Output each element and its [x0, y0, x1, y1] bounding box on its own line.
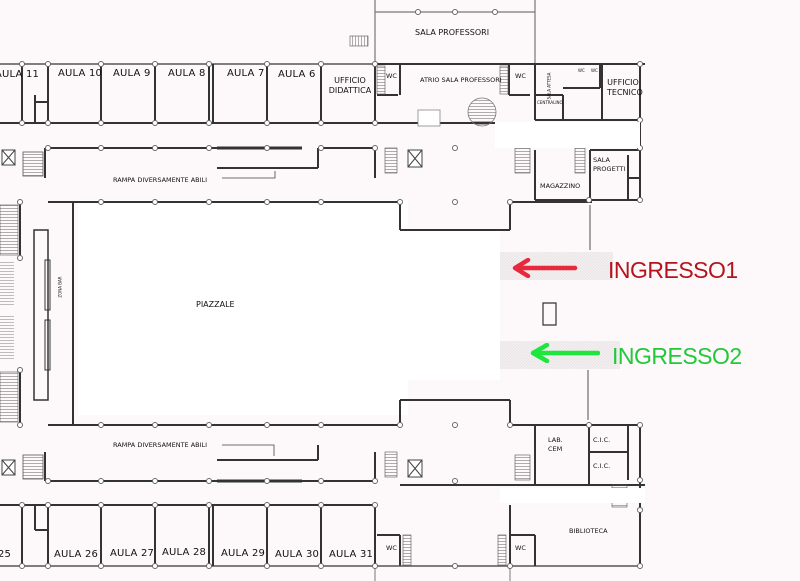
stair [514, 454, 531, 481]
room-label: AULA 31 [329, 549, 374, 560]
ufficio-tecnico-label: UFFICIO TECNICO [607, 78, 643, 97]
cic-label: C.I.C. [593, 462, 611, 470]
lab-cem-label: LAB. CEM [548, 437, 563, 452]
room-label-line: LAB. [548, 436, 563, 444]
sala-professori-label: SALA PROFESSORI [415, 28, 490, 37]
stair [384, 451, 398, 478]
room-label: AULA 10 [58, 68, 103, 79]
room-label: AULA 27 [110, 548, 155, 559]
wc-label: WC [591, 68, 598, 73]
stair [497, 534, 507, 566]
room-label: AULA 7 [227, 68, 265, 79]
room-label-line: PROGETTI [593, 164, 626, 173]
room-label: UFFICIO DIDATTICA [328, 77, 372, 95]
atrio-label: ATRIO SALA PROFESSORI [420, 76, 502, 84]
spiral-stair [467, 97, 497, 127]
biblioteca-label: BIBLIOTECA [569, 527, 608, 535]
piazzale-area [78, 200, 408, 415]
rampa-label: RAMPA DIVERSAMENTE ABILI [113, 176, 208, 184]
room-label-line: UFFICIO [607, 78, 639, 87]
stair [499, 65, 509, 95]
room-label-line: CEM [548, 444, 563, 453]
room-label: AULA 28 [162, 547, 207, 558]
wc-label: WC [578, 68, 585, 73]
room-label-line: UFFICIO [334, 76, 366, 85]
stair [376, 65, 386, 95]
room-label: AULA 29 [221, 548, 266, 559]
room-label: AULA 8 [168, 68, 206, 79]
stair [349, 35, 369, 47]
wc-label: WC [386, 544, 397, 552]
ingresso2-label: INGRESSO2 [612, 343, 742, 369]
sala-progetti-label: SALA PROGETTI [593, 157, 625, 172]
rampa-label: RAMPA DIVERSAMENTE ABILI [113, 441, 208, 449]
stair [22, 454, 44, 480]
stair [402, 534, 412, 566]
stair [0, 371, 19, 423]
stair [384, 147, 398, 174]
stair [22, 151, 44, 177]
room-label: AULA 26 [54, 549, 99, 560]
room-label: 25 [0, 549, 12, 560]
wc-label: WC [515, 544, 526, 552]
piazzale-label: PIAZZALE [196, 300, 235, 309]
magazzino-label: MAGAZZINO [540, 182, 581, 190]
room-label: AULA 6 [278, 69, 316, 80]
ingresso1-label: INGRESSO1 [608, 257, 738, 283]
stair [0, 204, 19, 256]
wc-label: WC [386, 72, 397, 80]
room-label: AULA 30 [275, 549, 320, 560]
zona-bar-label: ZONA BAR [57, 276, 63, 298]
room-label-line: SALA [593, 156, 610, 164]
room-label: AULA 11 [0, 69, 40, 80]
cic-label: C.I.C. [593, 436, 611, 444]
room-label: AULA 9 [113, 68, 151, 79]
arrow-left-icon [512, 258, 578, 278]
room-label-line: DIDATTICA [328, 86, 372, 95]
wc-label: WC [515, 72, 526, 80]
room-label-line: TECNICO [607, 88, 643, 97]
arrow-left-icon [530, 343, 600, 363]
centralino-label: CENTRALINO [537, 100, 563, 105]
